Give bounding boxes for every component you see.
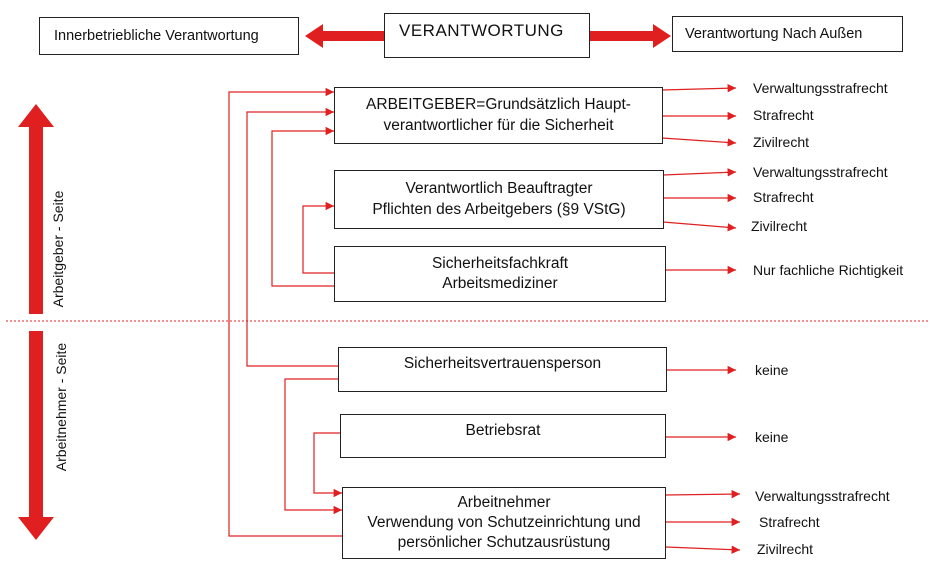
box-line: verantwortlicher für die Sicherheit [383,116,614,134]
employee-side-arrow [18,331,54,540]
responsibility-title-box: VERANTWORTUNG [384,13,590,58]
connector-fachkraft-arbeitgeber [271,126,334,287]
outcome-label: Nur fachliche Richtigkeit [753,262,904,278]
arbeitgeber-box: ARBEITGEBER=Grundsätzlich Haupt- verantw… [334,87,663,144]
connector-arbeitnehmer-arbeitgeber [228,87,342,537]
box-line: Verantwortlich Beauftragter [405,180,593,198]
outcome-label: Verwaltungsstrafrecht [753,164,888,180]
connector-fachkraft-beauftragter [302,201,334,274]
outcome-label: Zivilrecht [757,541,814,557]
header-left-arrow [305,24,385,48]
outcome-label: keine [755,429,789,445]
outcome-label: Zivilrecht [753,134,810,150]
arbeitnehmer-box: Arbeitnehmer Verwendung von Schutzeinric… [342,487,666,559]
outcome-arrow [662,168,737,177]
outcome-label: Strafrecht [753,189,814,205]
outcome-arrow [661,137,737,147]
internal-responsibility-label: Innerbetriebliche Verantwortung [54,27,259,44]
employee-side-label: Arbeitnehmer - Seite [53,342,69,472]
outcome-label: Strafrecht [753,107,814,123]
outcome-arrow [662,221,737,232]
outcome-arrow [661,84,737,93]
box-line: Arbeitnehmer [457,493,551,511]
box-line: Verwendung von Schutzeinrichtung und [367,513,641,531]
box-line: Sicherheitsfachkraft [431,254,569,272]
fachkraft-box: Sicherheitsfachkraft Arbeitsmediziner [334,246,666,302]
connector-vertrauensperson-arbeitgeber [246,107,338,367]
header-right-arrow [590,24,671,48]
outcome-arrow [665,545,741,554]
outcome-label: Zivilrecht [751,218,808,234]
outcome-label: Verwaltungsstrafrecht [755,488,890,504]
box-line: persönlicher Schutzausrüstung [397,534,611,552]
box-line: Betriebsrat [465,422,541,439]
box-line: ARBEITGEBER=Grundsätzlich Haupt- [366,96,631,114]
external-responsibility-box: Verantwortung Nach Außen [672,16,903,52]
connector-vertrauensperson-arbeitnehmer [284,378,342,515]
responsibility-title: VERANTWORTUNG [399,21,564,40]
connector-betriebsrat-arbeitnehmer [313,432,342,498]
beauftragter-box: Verantwortlich Beauftragter Pflichten de… [334,170,664,229]
box-line: Arbeitsmediziner [442,275,558,292]
outcome-label: Strafrecht [759,514,820,530]
outcome-arrow [665,489,741,499]
vertrauensperson-box: Sicherheitsvertrauensperson [338,347,667,392]
employer-side-label: Arbeitgeber - Seite [50,190,66,308]
outcome-label: Verwaltungsstrafrecht [753,80,888,96]
employer-side-arrow [18,104,54,314]
outcome-label: keine [755,362,789,378]
external-responsibility-label: Verantwortung Nach Außen [685,25,863,42]
box-line: Sicherheitsvertrauensperson [403,355,602,372]
internal-responsibility-box: Innerbetriebliche Verantwortung [39,17,299,55]
betriebsrat-box: Betriebsrat [340,414,666,458]
box-line: Pflichten des Arbeitgebers (§9 VStG) [372,200,626,218]
